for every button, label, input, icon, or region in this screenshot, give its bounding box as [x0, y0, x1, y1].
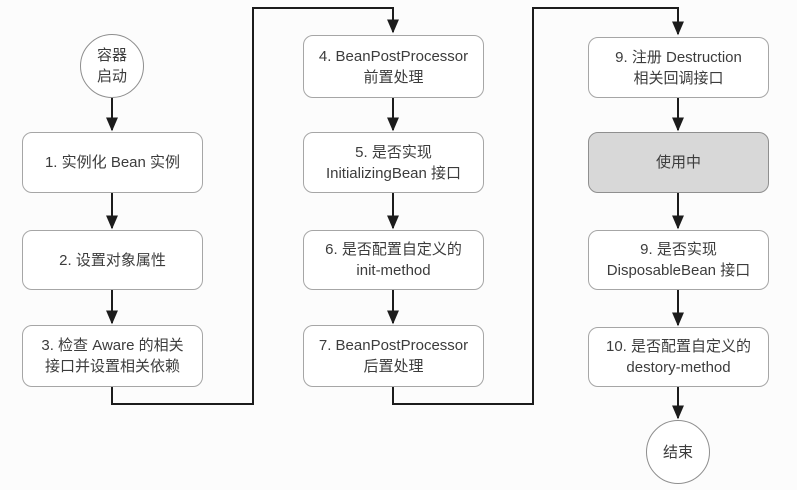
- node-label: 9. 注册 Destruction 相关回调接口: [615, 48, 742, 87]
- node-in-use: 使用中: [588, 132, 769, 193]
- node-step9-register-destruction: 9. 注册 Destruction 相关回调接口: [588, 37, 769, 98]
- edge-step3-to-step4: [111, 7, 399, 405]
- node-label: 9. 是否实现 DisposableBean 接口: [606, 241, 751, 279]
- node-step7-beanpostprocessor-after: 7. BeanPostProcessor 后置处理: [303, 325, 484, 387]
- node-step3-check-aware: 3. 检查 Aware 的相关 接口并设置相关依赖: [22, 325, 203, 387]
- node-end: 结束: [646, 420, 710, 484]
- node-label: 10. 是否配置自定义的 destory-method: [605, 338, 752, 376]
- node-step10-destroy-method: 10. 是否配置自定义的 destory-method: [588, 327, 769, 387]
- node-step1-instantiate-bean: 1. 实例化 Bean 实例: [22, 132, 203, 193]
- node-step2-set-properties: 2. 设置对象属性: [22, 230, 203, 290]
- node-label: 2. 设置对象属性: [59, 251, 166, 269]
- node-label: 结束: [662, 443, 693, 461]
- node-label: 3. 检查 Aware 的相关 接口并设置相关依赖: [41, 337, 184, 375]
- edge-step7-to-step9-register: [392, 7, 684, 405]
- node-label: 1. 实例化 Bean 实例: [44, 154, 181, 171]
- node-label: 4. BeanPostProcessor 前置处理: [318, 47, 469, 86]
- node-label: 容器 启动: [96, 47, 127, 85]
- node-step4-beanpostprocessor-before: 4. BeanPostProcessor 前置处理: [303, 35, 484, 98]
- node-label: 使用中: [655, 154, 701, 171]
- node-step6-init-method: 6. 是否配置自定义的 init-method: [303, 230, 484, 290]
- node-container-start: 容器 启动: [80, 34, 144, 98]
- node-label: 6. 是否配置自定义的 init-method: [325, 241, 462, 279]
- node-label: 7. BeanPostProcessor 后置处理: [318, 337, 469, 375]
- node-step5-initializingbean: 5. 是否实现 InitializingBean 接口: [303, 132, 484, 193]
- node-label: 5. 是否实现 InitializingBean 接口: [325, 143, 462, 182]
- node-step9-disposablebean: 9. 是否实现 DisposableBean 接口: [588, 230, 769, 290]
